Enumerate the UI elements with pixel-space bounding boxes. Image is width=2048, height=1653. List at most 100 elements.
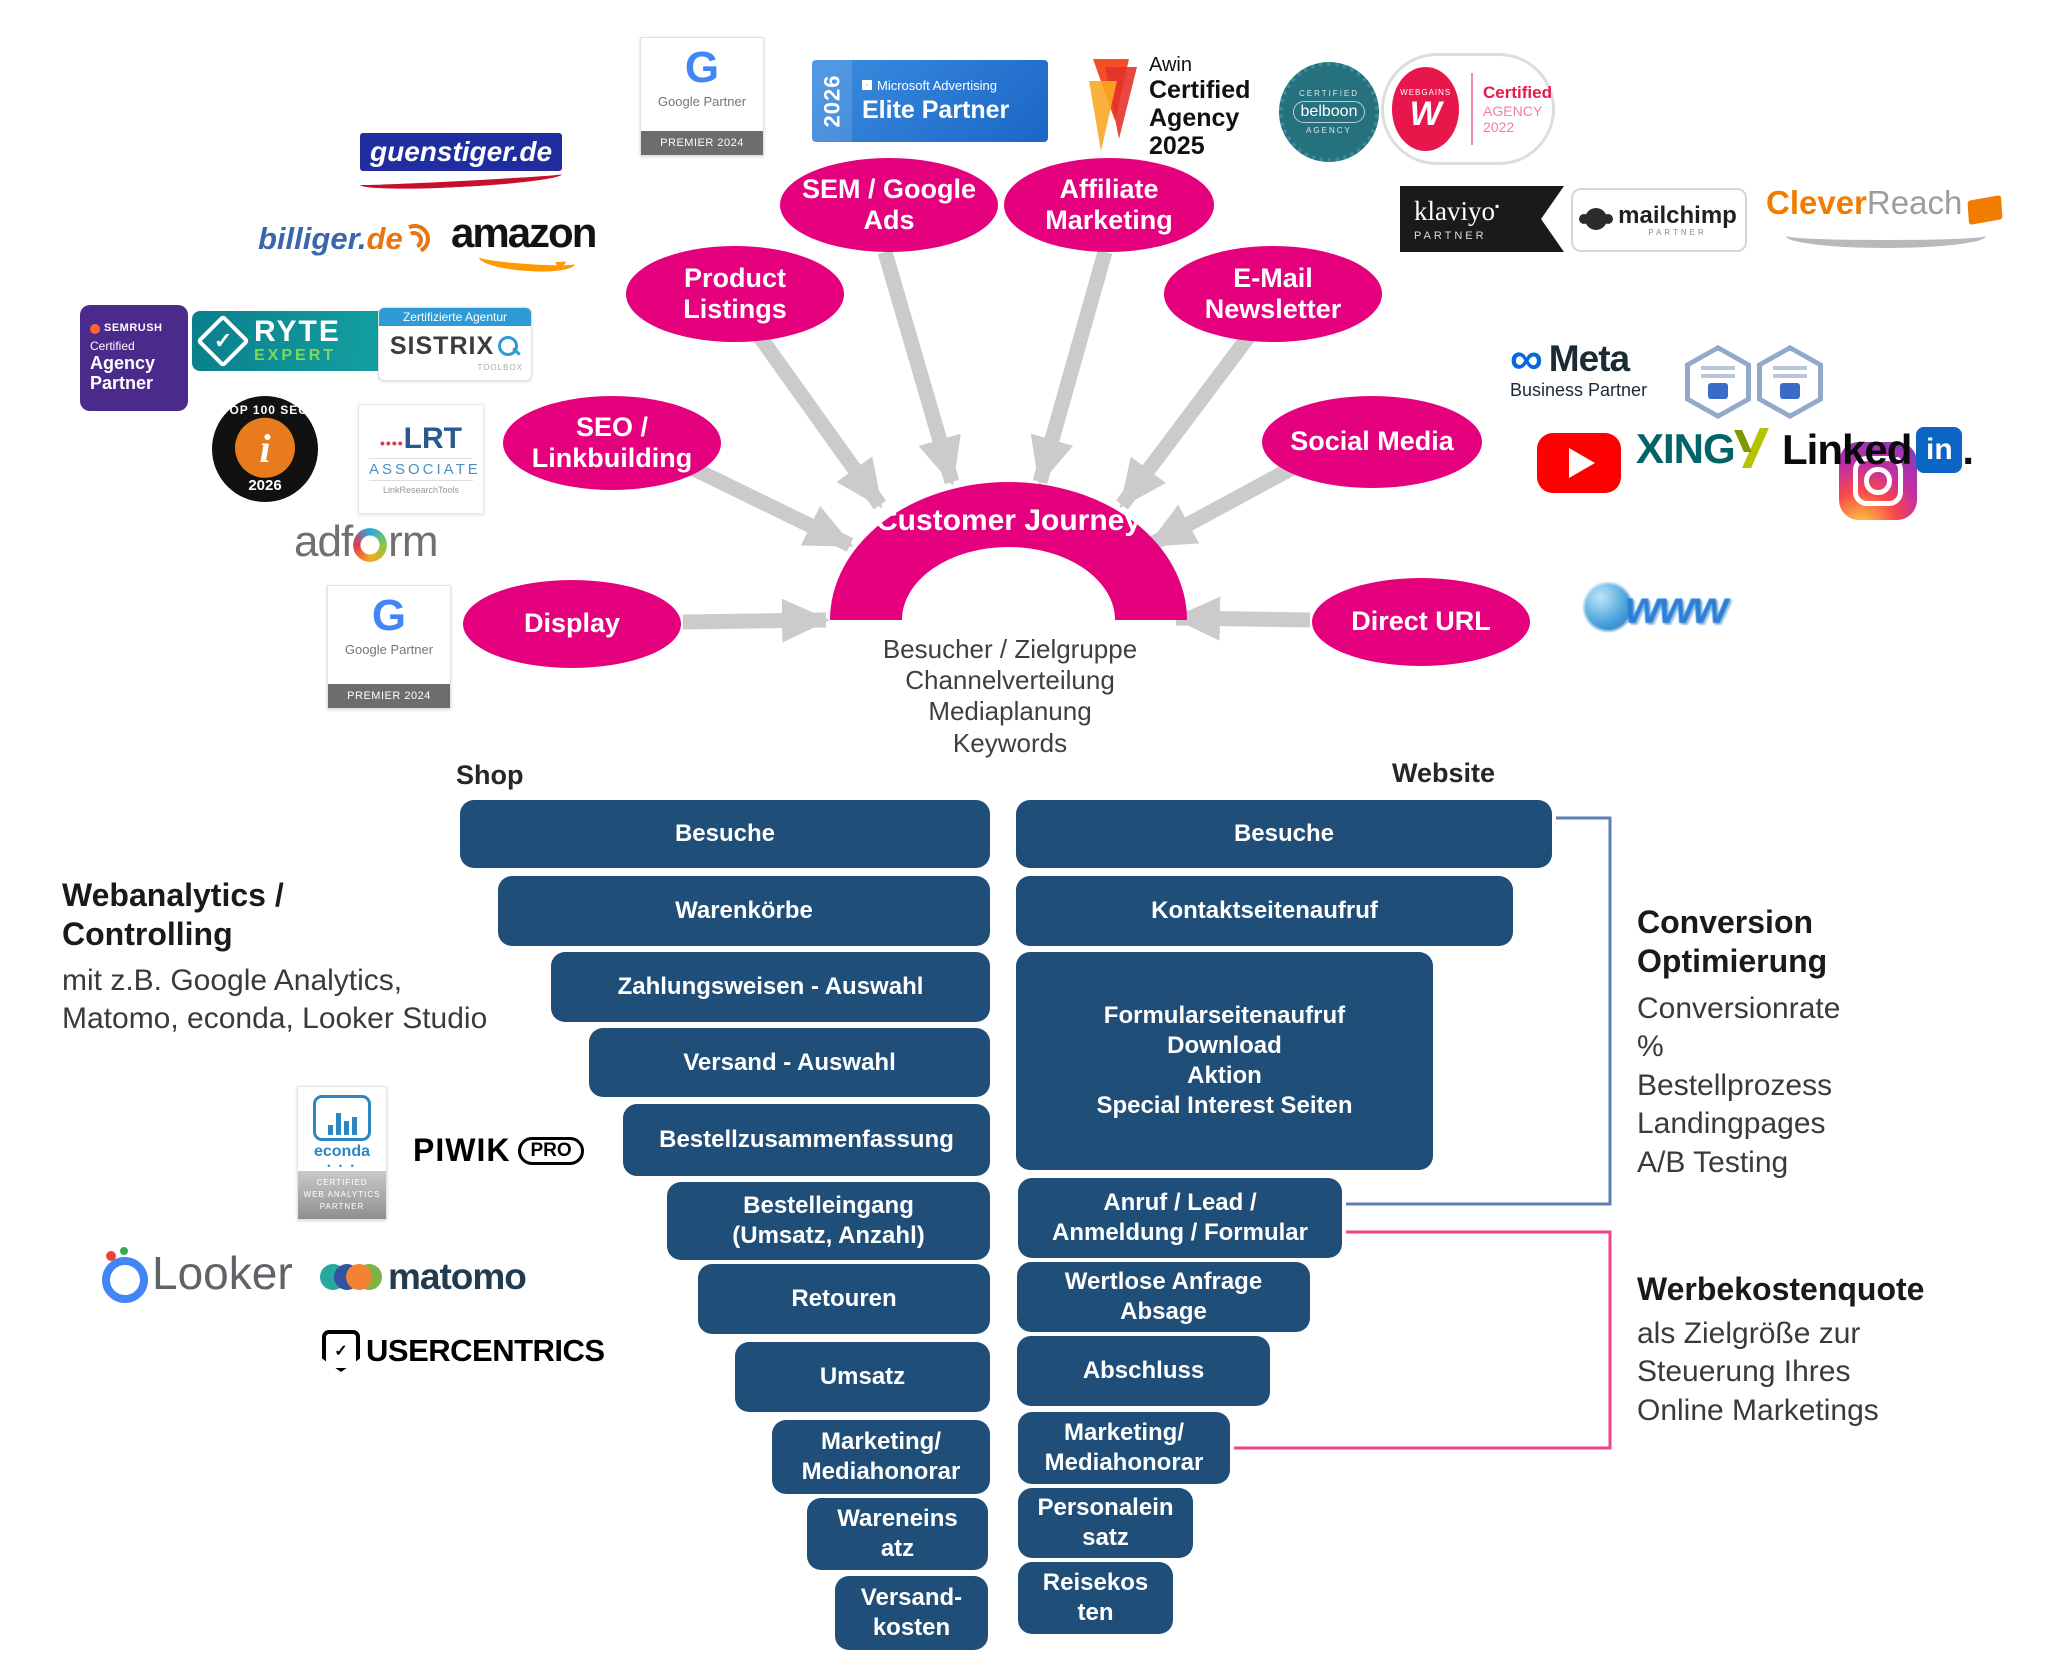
shop-row-wareneinsatz: Wareneins atz xyxy=(807,1498,988,1570)
magnifier-icon xyxy=(498,335,521,358)
website-funnel-label: Website xyxy=(1392,758,1496,788)
usercentrics-logo: ✓ USERCENTRICS xyxy=(322,1330,605,1372)
youtube-icon xyxy=(1537,433,1621,493)
cleverreach-swoosh xyxy=(1786,224,1986,248)
billiger-wifi-icon xyxy=(395,220,434,258)
microsoft-elite-partner-badge: 2026 Microsoft Advertising Elite Partner xyxy=(812,60,1048,142)
google-partner-badge-top: G Google Partner PREMIER 2024 xyxy=(640,37,764,156)
website-row-marketing-mediahonorar: Marketing/ Mediahonorar xyxy=(1018,1412,1230,1484)
adform-o-icon xyxy=(353,528,388,562)
xing-x-icon xyxy=(1733,428,1773,472)
channel-direct-url: Direct URL xyxy=(1312,578,1530,666)
conversion-title: Conversion Optimierung xyxy=(1637,904,1828,980)
shop-row-zahlungsweisen: Zahlungsweisen - Auswahl xyxy=(551,952,990,1022)
ryte-expert-badge: ✓ RYTE EXPERT xyxy=(192,311,388,371)
usercentrics-shield-icon: ✓ xyxy=(322,1330,360,1372)
belboon-certified-agency-badge: CERTIFIED belboon AGENCY xyxy=(1279,62,1379,162)
shop-row-retouren: Retouren xyxy=(698,1264,990,1334)
arrow-sem xyxy=(877,249,961,486)
awin-flame-icon xyxy=(1089,59,1141,155)
website-row-anruf-lead: Anruf / Lead / Anmeldung / Formular xyxy=(1018,1178,1342,1258)
channel-social-media: Social Media xyxy=(1262,396,1482,488)
customer-journey-arch: Customer Journey xyxy=(830,482,1187,620)
matomo-logo: matomo xyxy=(320,1256,527,1298)
xing-logo: XING xyxy=(1636,428,1773,472)
shop-row-marketing-mediahonorar: Marketing/ Mediahonorar xyxy=(772,1420,990,1494)
econda-barchart-icon xyxy=(313,1095,371,1141)
looker-logo: Looker xyxy=(98,1246,293,1303)
lrt-dots-icon: •••• xyxy=(380,434,404,451)
channel-product-listings: Product Listings xyxy=(626,246,844,342)
google-partner-badge-left: G Google Partner PREMIER 2024 xyxy=(327,585,451,709)
arrow-email xyxy=(1116,327,1258,510)
shop-row-bestelleingang: Bestelleingang (Umsatz, Anzahl) xyxy=(667,1182,990,1260)
linkedin-in-icon: in xyxy=(1916,427,1963,473)
customer-journey-title: Customer Journey xyxy=(875,504,1142,537)
semrush-icon xyxy=(90,323,100,334)
lrt-associate-badge: ••••LRT ASSOCIATE LinkResearchTools xyxy=(358,404,484,514)
arch-hole xyxy=(902,547,1115,620)
meta-infinity-icon: ∞ xyxy=(1510,332,1543,385)
amazon-logo: amazon xyxy=(451,212,597,275)
econda-certified-badge: econda • • • CERTIFIED WEB ANALYTICS PAR… xyxy=(297,1086,387,1220)
werbekosten-bracket xyxy=(1234,1230,1612,1450)
meta-badge-hexagon-2 xyxy=(1757,345,1823,419)
meta-business-partner-logo: ∞Meta Business Partner xyxy=(1510,332,1648,400)
website-row-kontaktseitenaufruf: Kontaktseitenaufruf xyxy=(1016,876,1513,946)
werbekosten-body: als Zielgröße zur Steuerung Ihres Online… xyxy=(1637,1317,1879,1427)
website-row-reisekosten: Reisekos ten xyxy=(1018,1562,1173,1634)
customer-journey-keywords-list: Besucher / Zielgruppe Channelverteilung … xyxy=(882,634,1138,758)
webanalytics-title: Webanalytics / Controlling xyxy=(62,877,284,953)
shop-funnel-label: Shop xyxy=(456,760,524,790)
conversion-body: Conversionrate % Bestellprozess Landingp… xyxy=(1637,992,1841,1179)
meta-badge-hexagon-1 xyxy=(1685,345,1751,419)
website-row-formularseitenaufruf: Formularseitenaufruf Download Aktion Spe… xyxy=(1016,952,1433,1170)
shop-row-umsatz: Umsatz xyxy=(735,1342,990,1412)
arrow-direct-url xyxy=(1172,596,1311,641)
looker-icon xyxy=(98,1247,148,1303)
arrow-product-listings xyxy=(748,325,887,510)
website-row-personaleinsatz: Personalein satz xyxy=(1018,1488,1193,1558)
webgains-certified-agency-badge: WEBGAINS W Certified AGENCY 2022 xyxy=(1381,53,1555,165)
shop-row-warenkoerbe: Warenkörbe xyxy=(498,876,990,946)
channel-sem-google-ads: SEM / Google Ads xyxy=(780,158,998,252)
badge-icon xyxy=(1780,383,1800,400)
guenstiger-logo: guenstiger.de xyxy=(359,133,563,193)
globe-icon xyxy=(1583,582,1633,632)
piwik-pro-logo: PIWIK PRO xyxy=(413,1132,584,1169)
arrow-affiliate xyxy=(1030,249,1113,486)
website-row-abschluss: Abschluss xyxy=(1017,1336,1270,1406)
website-row-besuche: Besuche xyxy=(1016,800,1552,868)
badge-icon xyxy=(1708,383,1728,400)
klaviyo-partner-badge: klaviyo▪ PARTNER xyxy=(1400,186,1564,252)
envelope-icon xyxy=(1967,194,2003,225)
channel-display: Display xyxy=(463,580,681,668)
google-g-icon: G xyxy=(684,43,720,92)
werbekosten-title: Werbekostenquote xyxy=(1637,1271,1925,1307)
mailchimp-partner-badge: mailchimp PARTNER xyxy=(1571,188,1747,252)
shop-row-besuche: Besuche xyxy=(460,800,990,868)
semrush-agency-partner-badge: SEMRUSH Certified Agency Partner xyxy=(80,305,188,411)
arrow-social xyxy=(1146,459,1300,552)
matomo-icon xyxy=(320,1259,382,1295)
www-globe-logo: www xyxy=(1583,580,1728,634)
website-row-wertlose-anfrage: Wertlose Anfrage Absage xyxy=(1017,1262,1310,1332)
webgains-logo-icon: WEBGAINS W xyxy=(1392,67,1460,151)
google-g-icon: G xyxy=(371,591,407,640)
shop-row-bestellzusammenfassung: Bestellzusammenfassung xyxy=(623,1104,990,1176)
awin-certified-agency-badge: Awin Certified Agency 2025 xyxy=(1089,48,1259,166)
ryte-diamond-check-icon: ✓ xyxy=(196,314,250,368)
instagram-icon xyxy=(1839,442,1917,520)
shop-row-versand-auswahl: Versand - Auswahl xyxy=(589,1028,990,1097)
top100-i-icon: i xyxy=(235,417,295,478)
top100-seo-badge: TOP 100 SEO i 2026 xyxy=(212,396,318,502)
arrow-seo xyxy=(684,459,854,552)
conversion-bracket xyxy=(1346,816,1612,1206)
webanalytics-body: mit z.B. Google Analytics, Matomo, econd… xyxy=(62,964,488,1036)
microsoft-logo-icon xyxy=(862,79,872,90)
linkedin-logo: Linked in . xyxy=(1782,426,1975,473)
channel-affiliate-marketing: Affiliate Marketing xyxy=(1004,158,1214,252)
